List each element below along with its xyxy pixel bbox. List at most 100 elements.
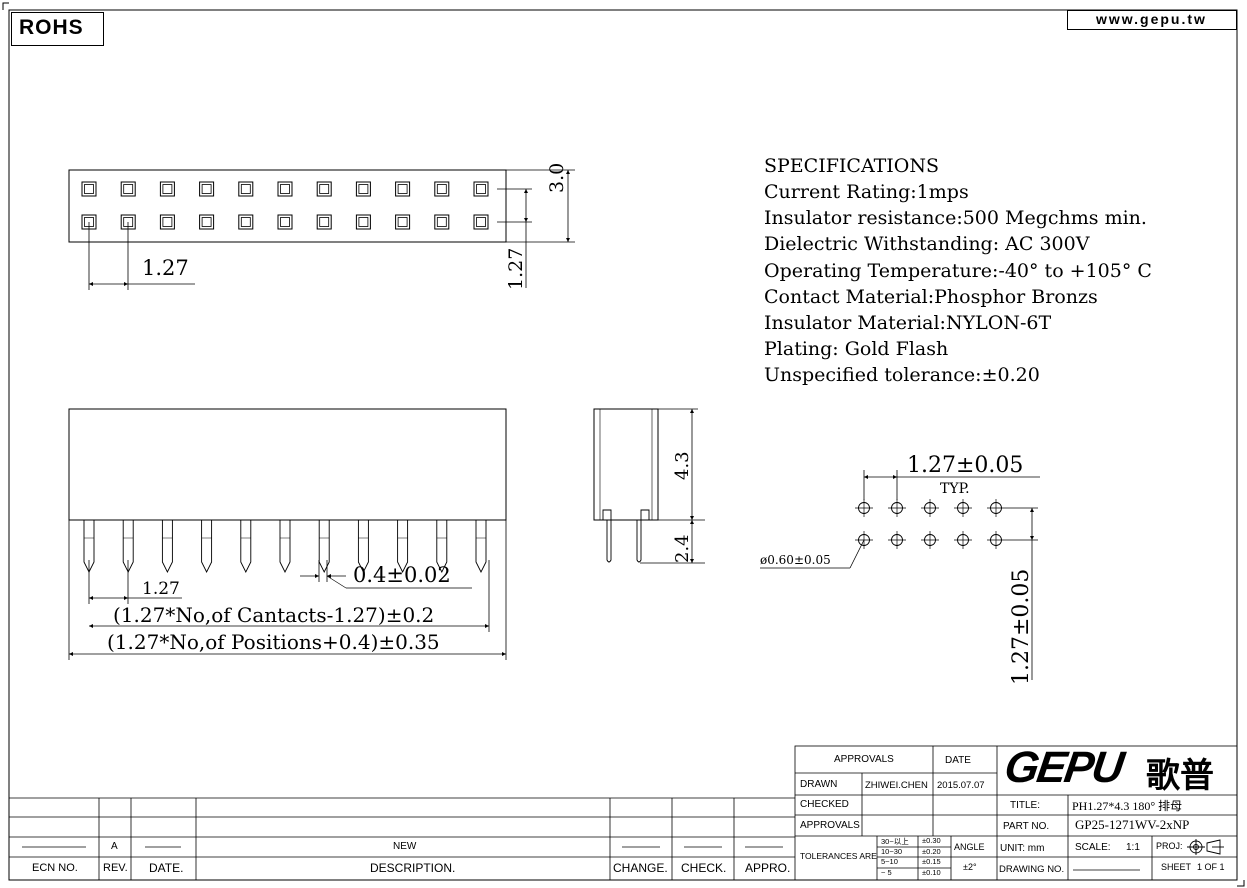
pcb-typ-label: TYP. bbox=[940, 481, 970, 497]
pin-outline bbox=[161, 520, 173, 574]
pin-outline bbox=[436, 520, 448, 574]
pin-square bbox=[355, 214, 371, 230]
top-row-pitch-dim: 1.27 bbox=[505, 247, 527, 290]
spec-line: Dielectric Withstanding: AC 300V bbox=[764, 233, 1090, 256]
gepu-logo-cn: 歌普 bbox=[1146, 757, 1214, 795]
pin-square bbox=[473, 181, 489, 197]
title-block-lines bbox=[794, 745, 1238, 881]
side-pin-length-dim: 2.4 bbox=[672, 534, 693, 563]
pin-square-inner bbox=[397, 184, 408, 194]
pin-square bbox=[395, 214, 411, 230]
pin-outline bbox=[201, 520, 213, 574]
pin-square bbox=[199, 214, 215, 230]
title-label: TITLE: bbox=[1010, 800, 1041, 811]
contacts-length-dim: (1.27*No,of Cantacts-1.27)±0.2 bbox=[113, 603, 435, 627]
spec-line: Current Rating:1mps bbox=[764, 181, 969, 203]
pin-outline bbox=[475, 520, 487, 574]
spec-line: Operating Temperature:-40° to +105° C bbox=[764, 259, 1152, 282]
pin-square-inner bbox=[397, 217, 408, 227]
angle-label: ANGLE bbox=[954, 842, 985, 852]
positions-length-dim: (1.27*No,of Positions+0.4)±0.35 bbox=[107, 630, 440, 654]
pin-outline bbox=[357, 520, 369, 574]
drawing-frame bbox=[8, 9, 1238, 881]
revision-table-lines bbox=[9, 797, 795, 880]
pin-square bbox=[120, 181, 136, 197]
top-view bbox=[68, 169, 575, 290]
pin-square bbox=[199, 181, 215, 197]
pin-square bbox=[434, 214, 450, 230]
website-label: www.gepu.tw bbox=[1096, 11, 1207, 27]
checked-label: CHECKED bbox=[800, 799, 849, 810]
pin-square bbox=[316, 214, 332, 230]
pin-square-inner bbox=[201, 184, 212, 194]
top-height-dim: 3.0 bbox=[546, 162, 568, 193]
approvals-header: APPROVALS bbox=[834, 754, 894, 765]
pin-square-inner bbox=[84, 184, 94, 194]
rohs-label: ROHS bbox=[19, 16, 84, 39]
pin-square bbox=[81, 181, 97, 197]
pin-outline bbox=[240, 520, 252, 574]
front-pitch-dim: 1.27 bbox=[142, 579, 180, 599]
revision-rev: A bbox=[111, 841, 118, 852]
header-description: DESCRIPTION. bbox=[370, 861, 456, 875]
angle-value: ±2° bbox=[963, 862, 977, 872]
tol-range: 5~10 bbox=[881, 857, 898, 866]
drawn-label: DRAWN bbox=[800, 779, 838, 790]
pin-square-inner bbox=[240, 217, 251, 227]
pin-square-inner bbox=[436, 217, 447, 227]
pin-square-inner bbox=[280, 184, 290, 194]
pin-square bbox=[159, 181, 175, 197]
tol-value: ±0.10 bbox=[922, 867, 941, 877]
pin-square-inner bbox=[319, 184, 330, 194]
pin-square-inner bbox=[123, 184, 134, 194]
pin-square bbox=[355, 181, 371, 197]
pin-square bbox=[238, 214, 254, 230]
specifications-heading: SPECIFICATIONS bbox=[764, 155, 940, 177]
revision-description: NEW bbox=[393, 841, 417, 852]
pin-square bbox=[434, 181, 450, 197]
side-body-height-dim: 4.3 bbox=[672, 451, 693, 480]
pin-width-dim: 0.4±0.02 bbox=[353, 563, 451, 587]
drawn-by: ZHIWEI.CHEN bbox=[865, 780, 928, 791]
pin-square-inner bbox=[358, 184, 369, 194]
tol-range: 10~30 bbox=[881, 846, 903, 856]
scale-label: SCALE: bbox=[1075, 842, 1111, 853]
drawing-no-label: DRAWING NO. bbox=[999, 864, 1065, 875]
pin-outline bbox=[279, 520, 291, 574]
title-value: PH1.27*4.3 180° 排母 bbox=[1072, 799, 1183, 813]
date-header: DATE bbox=[945, 755, 971, 766]
pin-square bbox=[316, 181, 332, 197]
tol-range: 30~以上 bbox=[881, 837, 909, 846]
spec-line: Insulator resistance:500 Megchms min. bbox=[764, 207, 1147, 230]
tol-value: ±0.30 bbox=[922, 836, 941, 845]
spec-line: Insulator Material:NYLON-6T bbox=[764, 312, 1052, 334]
scale-value: 1:1 bbox=[1126, 842, 1140, 853]
pin-outline bbox=[397, 520, 409, 574]
pin-square bbox=[395, 181, 411, 197]
tol-range: ~ 5 bbox=[881, 867, 892, 877]
tolerances-label: TOLERANCES ARE bbox=[800, 851, 877, 861]
header-check: CHECK. bbox=[681, 861, 727, 875]
unit-label: UNIT: mm bbox=[1000, 843, 1045, 854]
pin-square-inner bbox=[201, 217, 212, 227]
pin-square-inner bbox=[162, 184, 173, 194]
header-ecn: ECN NO. bbox=[32, 862, 78, 874]
approvals-label: APPROVALS bbox=[800, 820, 860, 831]
website-box: www.gepu.tw bbox=[1067, 10, 1237, 30]
hole-diameter-dim: ø0.60±0.05 bbox=[760, 553, 831, 567]
pcb-pitch-y-dim: 1.27±0.05 bbox=[1009, 568, 1034, 685]
tol-value: ±0.20 bbox=[922, 846, 941, 856]
header-date: DATE. bbox=[149, 861, 184, 875]
spec-line: Plating: Gold Flash bbox=[764, 338, 949, 361]
sheet-value: 1 OF 1 bbox=[1197, 862, 1225, 872]
spec-line: Contact Material:Phosphor Bronzs bbox=[764, 285, 1098, 308]
sheet-label: SHEET bbox=[1161, 862, 1192, 872]
pin-square-inner bbox=[436, 184, 447, 194]
pin-square bbox=[277, 214, 293, 230]
drawn-date: 2015.07.07 bbox=[937, 780, 985, 791]
pin-square-inner bbox=[319, 217, 330, 227]
top-pitch-dim: 1.27 bbox=[142, 256, 189, 280]
pin-square-inner bbox=[240, 184, 251, 194]
gepu-logo: GEPU bbox=[1001, 743, 1126, 792]
pin-square-inner bbox=[280, 217, 290, 227]
